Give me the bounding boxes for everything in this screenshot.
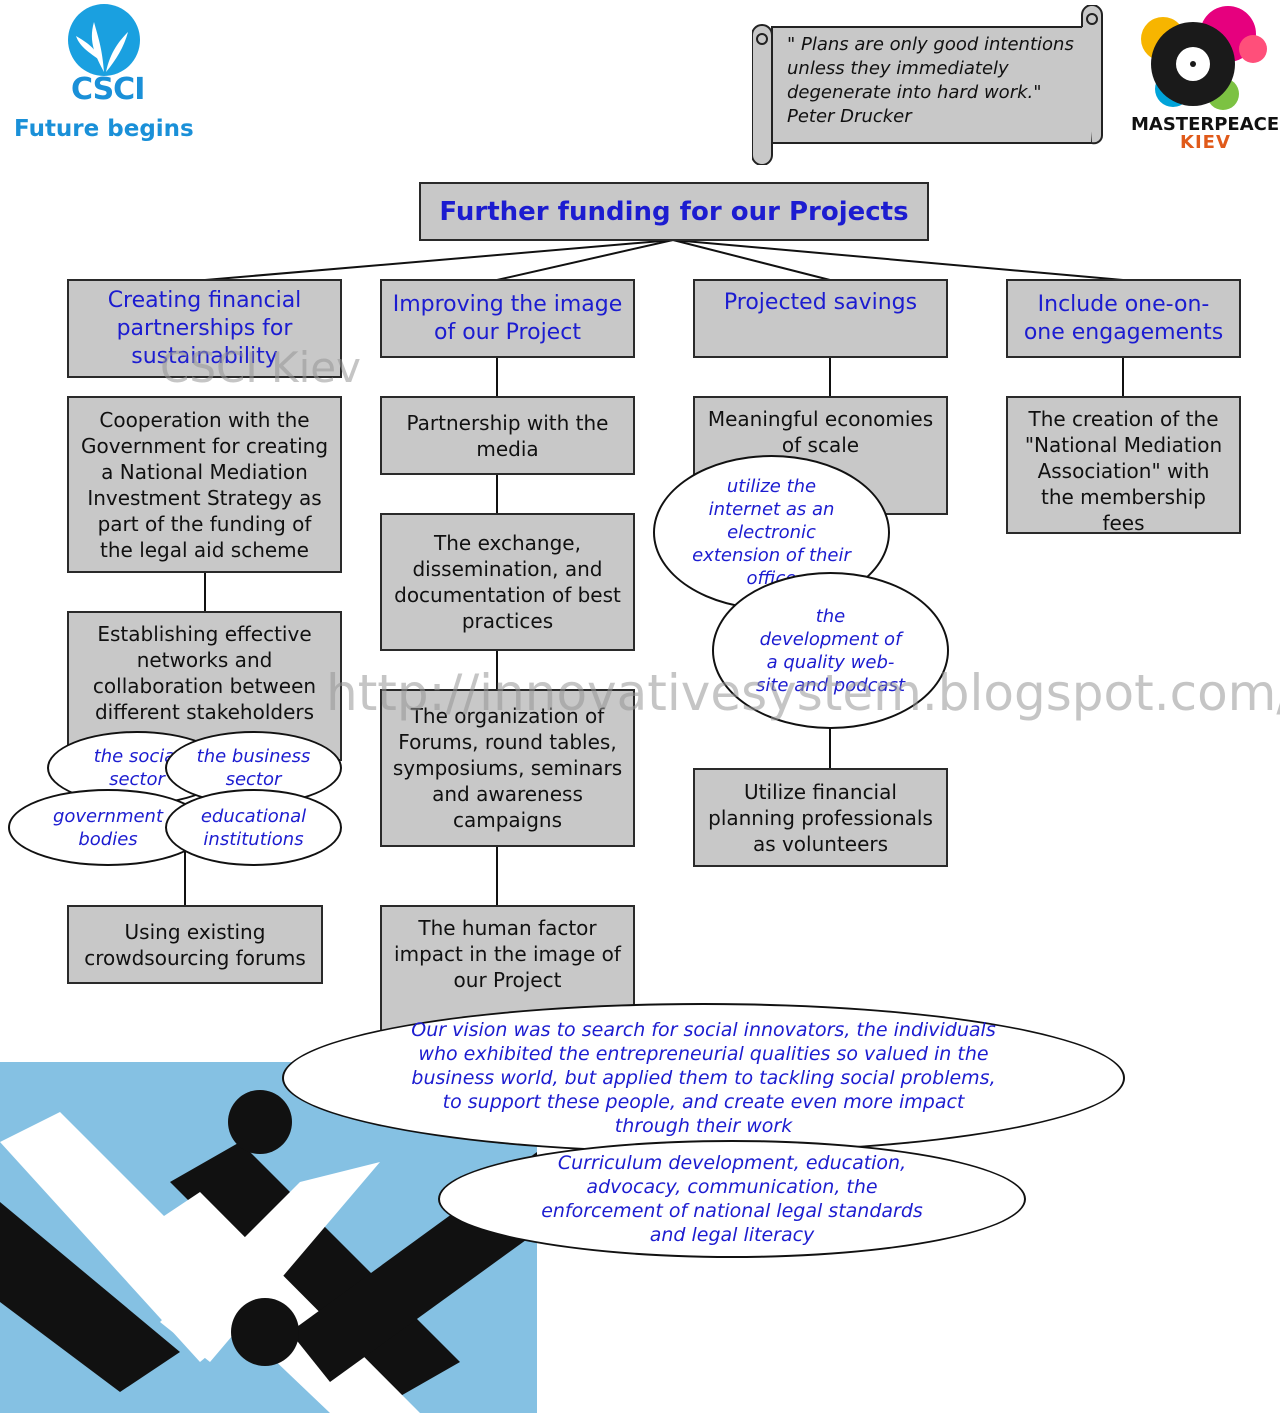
quote-scroll: " Plans are only good intentions unless … bbox=[752, 5, 1107, 165]
vinyl-splash-icon bbox=[1141, 6, 1267, 110]
csci-brand: CSCI bbox=[71, 72, 145, 107]
quote-author: Peter Drucker bbox=[787, 106, 912, 127]
node-best-practices: The exchange, dissemination, and documen… bbox=[380, 513, 635, 651]
header-improving-image: Improving the image of our Project bbox=[380, 279, 635, 358]
node-media-partnership: Partnership with the media bbox=[380, 396, 635, 475]
ellipse-curriculum: Curriculum development, education, advoc… bbox=[438, 1140, 1026, 1258]
quote-line-3: degenerate into hard work." bbox=[787, 82, 1042, 103]
ellipse-business-sector: the business sector bbox=[165, 731, 342, 805]
ellipse-website-podcast: the development of a quality web-site an… bbox=[712, 572, 949, 729]
node-national-mediation-association: The creation of the "National Mediation … bbox=[1006, 396, 1241, 535]
node-forums-campaigns: The organization of Forums, round tables… bbox=[380, 689, 635, 847]
watermark-url: http://innovativesystem.blogspot.com/ bbox=[326, 664, 1280, 722]
ellipse-vision: Our vision was to search for social inno… bbox=[282, 1003, 1125, 1153]
csci-tagline: Future begins bbox=[14, 116, 194, 142]
header-projected-savings: Projected savings bbox=[693, 279, 948, 358]
header-one-on-one: Include one-on-one engagements bbox=[1006, 279, 1241, 358]
node-government-cooperation: Cooperation with the Government for crea… bbox=[67, 396, 342, 573]
masterpeace-logo: MASTERPEACE KIEV bbox=[1128, 4, 1280, 154]
header-financial-partnerships: Creating financial partnerships for sust… bbox=[67, 279, 342, 378]
masterpeace-city: KIEV bbox=[1180, 132, 1231, 153]
csci-logo: CSCI Future begins bbox=[14, 2, 204, 142]
node-crowdsourcing-forums: Using existing crowdsourcing forums bbox=[67, 905, 323, 984]
quote-line-2: unless they immediately bbox=[787, 58, 1009, 79]
quote-line-1: " Plans are only good intentions bbox=[787, 34, 1074, 55]
root-node: Further funding for our Projects bbox=[419, 182, 929, 241]
ellipse-educational-institutions: educational institutions bbox=[165, 789, 342, 866]
csci-emblem-icon bbox=[68, 4, 140, 76]
masterpeace-name: MASTERPEACE bbox=[1131, 114, 1280, 135]
root-title: Further funding for our Projects bbox=[439, 196, 909, 227]
node-financial-volunteers: Utilize financial planning professionals… bbox=[693, 768, 948, 867]
watermark-csci-kiev: CSCI Kiev bbox=[160, 343, 361, 392]
